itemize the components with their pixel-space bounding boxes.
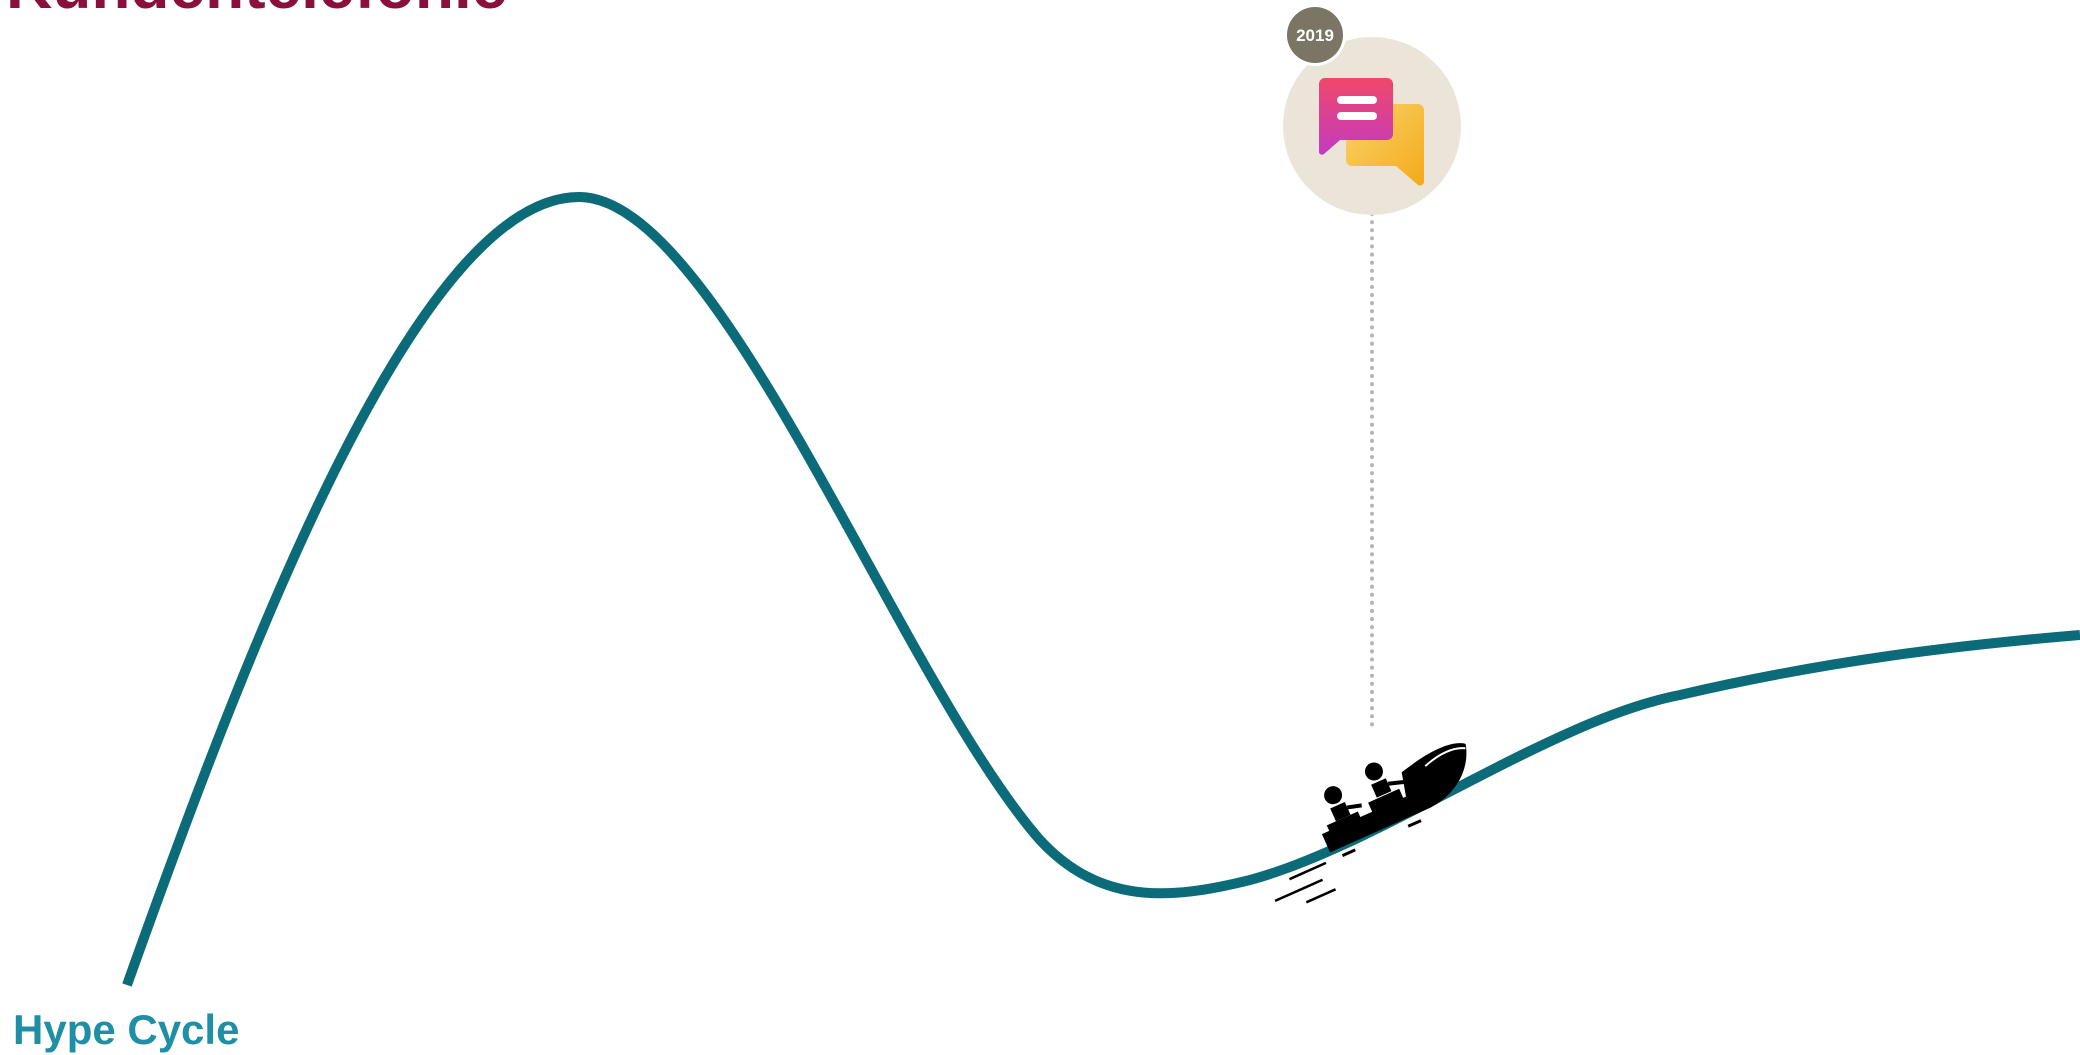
bobsled-icon — [1240, 725, 1499, 914]
hype-curve — [127, 197, 2080, 985]
year-label: 2019 — [1296, 26, 1334, 45]
year-badge: 2019 — [1284, 4, 1346, 66]
hype-cycle-label: Hype Cycle — [13, 1006, 239, 1054]
